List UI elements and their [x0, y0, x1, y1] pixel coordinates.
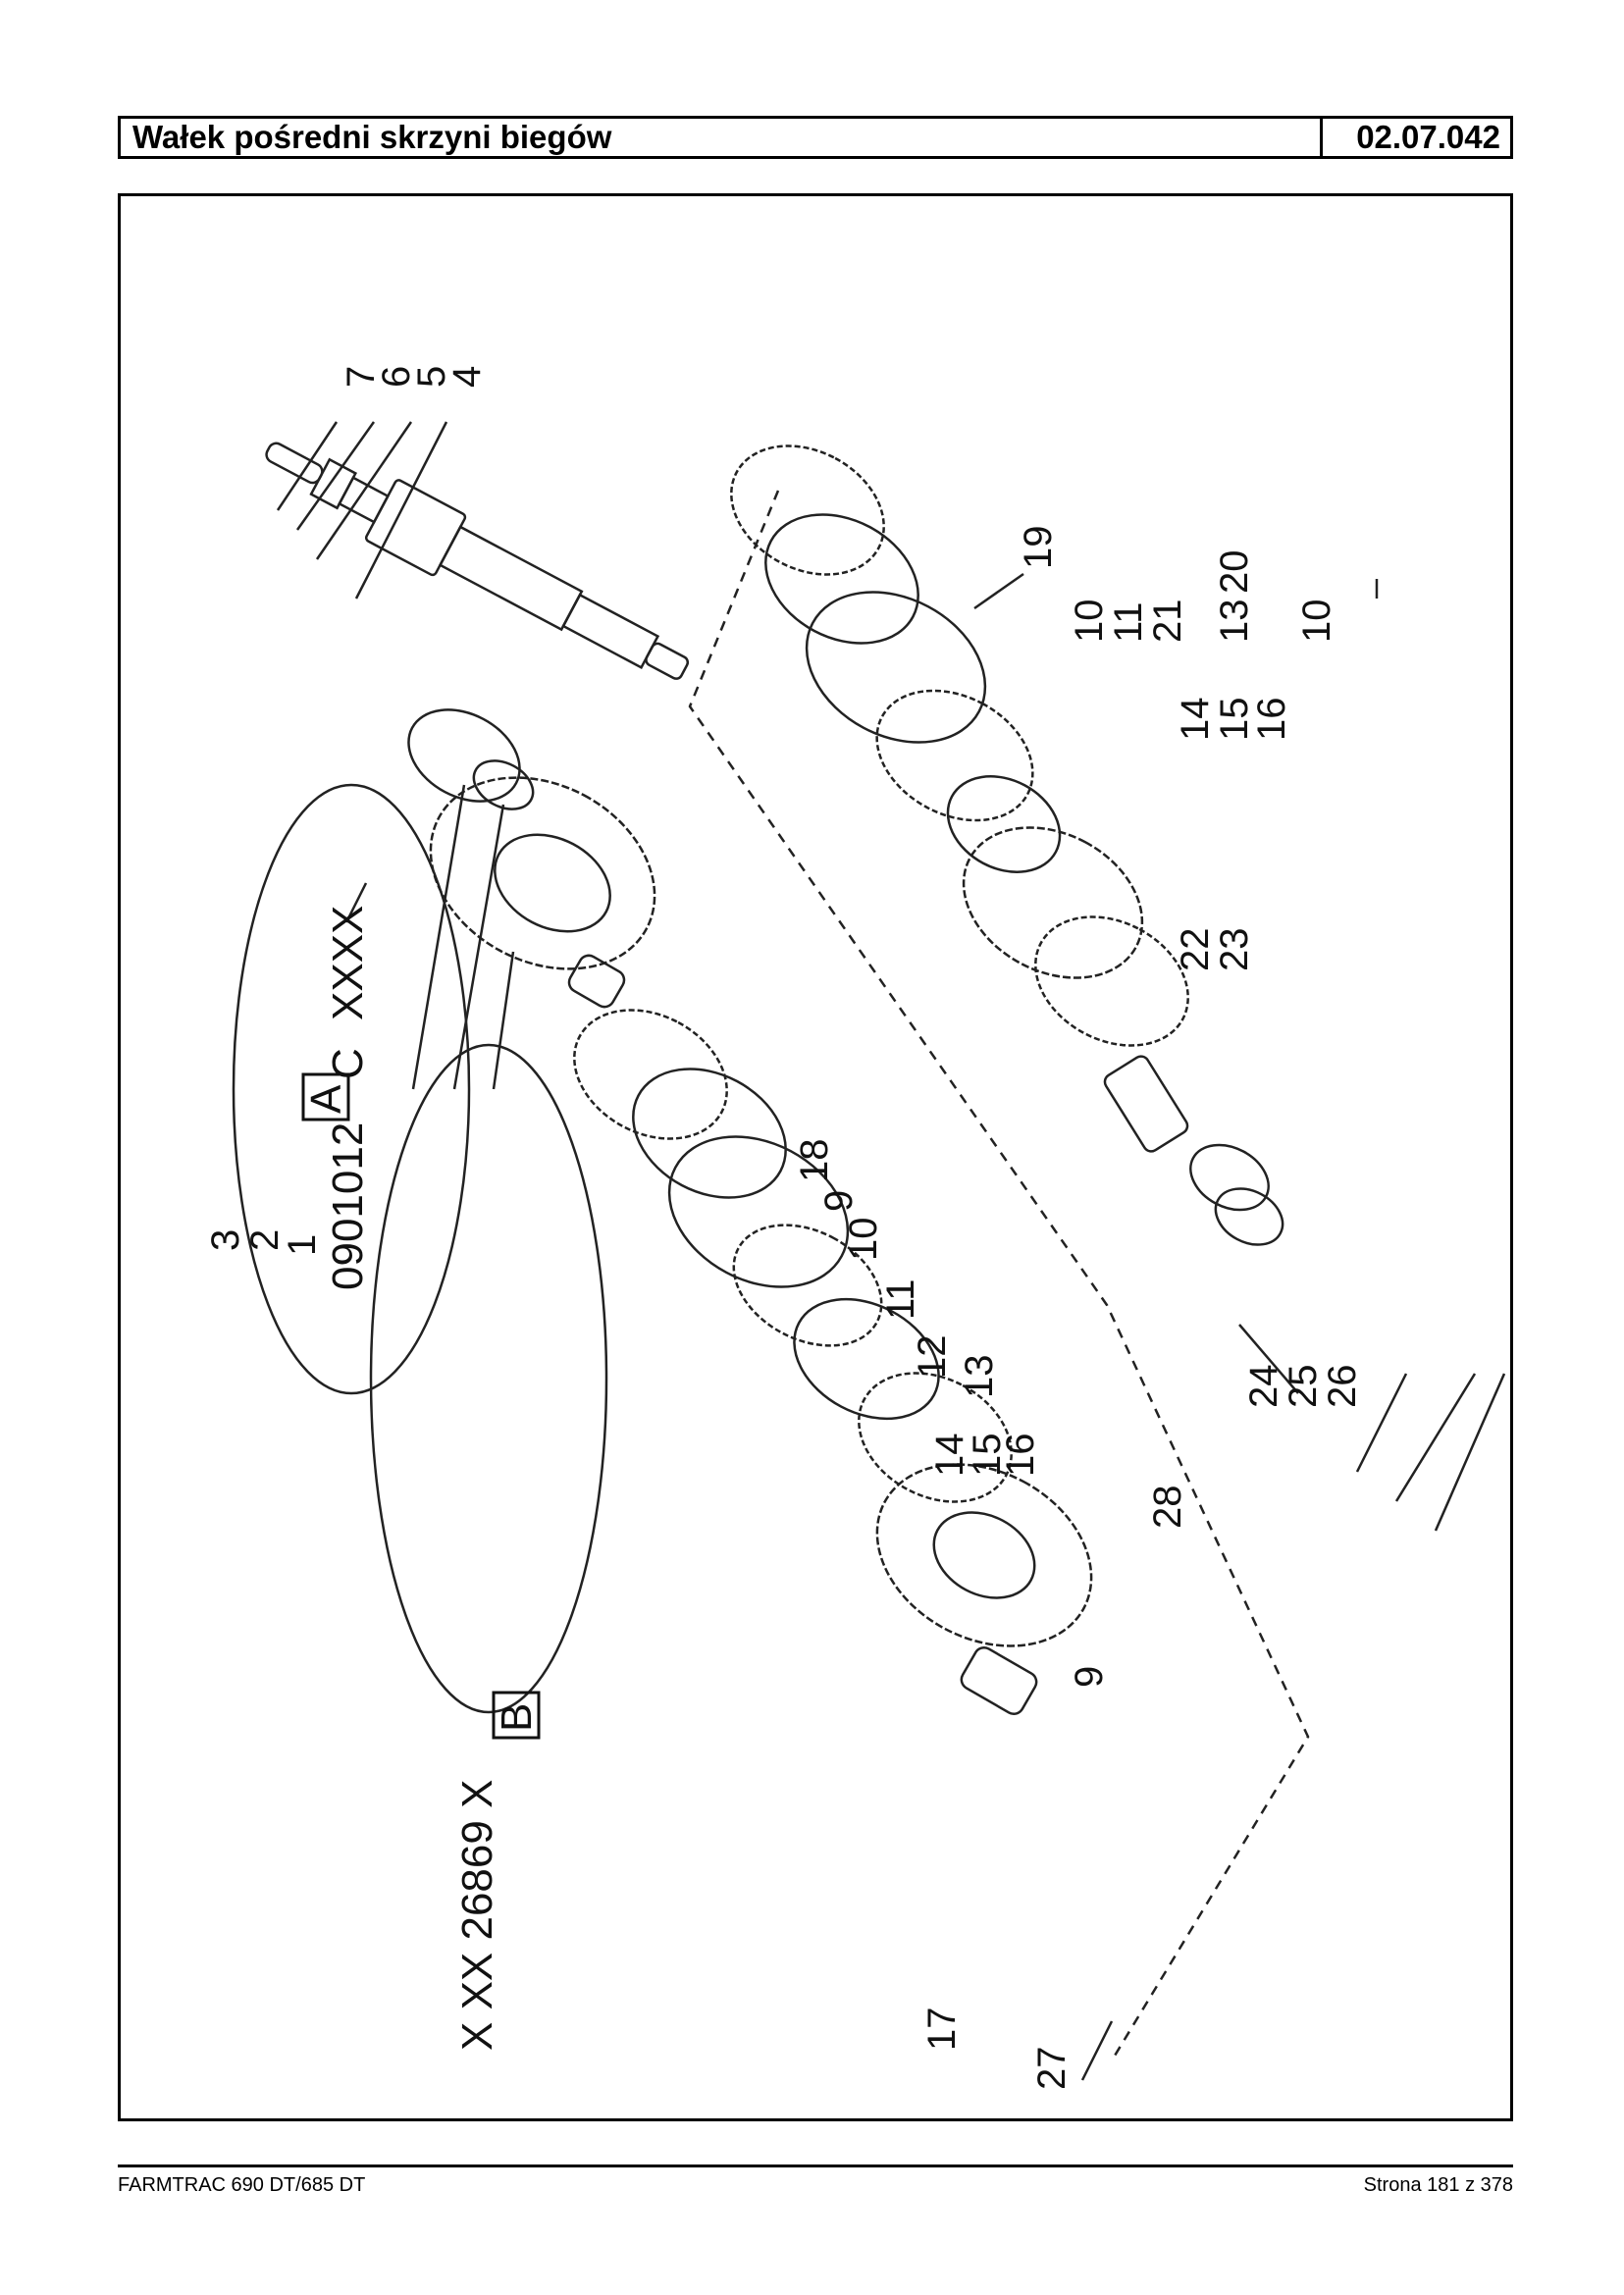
callout-27: 27 — [1030, 2047, 1074, 2091]
detail-a: 0901012 C XXXX A — [301, 906, 372, 1290]
callout-5: 5 — [410, 366, 453, 388]
main-shaft — [265, 442, 690, 680]
footer-divider — [118, 2165, 1513, 2167]
callout-20: 20 — [1213, 550, 1256, 595]
footer-model: FARMTRAC 690 DT/685 DT — [118, 2174, 366, 2196]
callout-14a: 14 — [928, 1434, 971, 1478]
callout-9b: 9 — [1068, 1666, 1111, 1688]
header-bar: Wałek pośredni skrzyni biegów 02.07.042 — [118, 116, 1513, 159]
callout-10a: 10 — [842, 1218, 885, 1262]
callout-25: 25 — [1282, 1365, 1325, 1409]
callout-3: 3 — [204, 1229, 247, 1251]
detail-b-label: B — [493, 1703, 541, 1732]
callout-9a: 9 — [817, 1190, 861, 1212]
callout-16b: 16 — [1250, 698, 1293, 742]
figure-frame: 1 2 3 4 5 6 7 18 9 10 11 12 13 14 15 16 … — [118, 193, 1513, 2121]
callout-1: 1 — [281, 1234, 324, 1256]
exploded-diagram: 1 2 3 4 5 6 7 18 9 10 11 12 13 14 15 16 … — [204, 366, 1506, 2090]
gear-part — [429, 776, 656, 970]
detail-a-suffix: XXXX — [324, 906, 372, 1020]
bearing-part — [407, 708, 521, 803]
callout-18: 18 — [793, 1139, 836, 1183]
callout-6: 6 — [375, 366, 418, 388]
callout-24: 24 — [1242, 1365, 1285, 1409]
callout-10c: 10 — [1295, 600, 1338, 644]
callout-14b: 14 — [1174, 698, 1217, 742]
callout-10b: 10 — [1068, 600, 1111, 644]
section-code: 02.07.042 — [1320, 119, 1510, 156]
callout-11b: 11 — [1107, 601, 1150, 643]
callout-16a: 16 — [999, 1434, 1042, 1478]
callout-23: 23 — [1213, 928, 1256, 972]
callout-21: 21 — [1146, 600, 1189, 644]
callout-13b: 13 — [1213, 600, 1256, 644]
callout-11a: 11 — [879, 1278, 922, 1320]
callout-22: 22 — [1174, 928, 1217, 972]
callout-19: 19 — [1017, 526, 1060, 570]
callout-12: 12 — [911, 1335, 954, 1380]
callout-15a: 15 — [966, 1434, 1009, 1478]
callout-4: 4 — [445, 366, 489, 388]
detail-b-oval — [369, 1043, 608, 1714]
callout-28: 28 — [1146, 1486, 1189, 1530]
detail-b: X XX 26869 X B — [453, 1691, 541, 2051]
gear-part — [875, 1463, 1093, 1647]
callout-26: 26 — [1321, 1365, 1364, 1409]
detail-a-oval — [232, 783, 471, 1395]
callout-2: 2 — [243, 1229, 287, 1251]
page-title: Wałek pośredni skrzyni biegów — [132, 119, 612, 155]
footer-page: Strona 181 z 378 — [1363, 2174, 1513, 2196]
callout-17: 17 — [920, 2008, 964, 2052]
callout-15b: 15 — [1213, 698, 1256, 742]
callout-7: 7 — [340, 366, 383, 388]
callout-13a: 13 — [958, 1355, 1001, 1399]
callout-labels: 1 2 3 4 5 6 7 18 9 10 11 12 13 14 15 16 … — [204, 366, 1364, 2090]
detail-a-label: A — [302, 1084, 350, 1114]
detail-b-code: X XX 26869 X — [453, 1780, 501, 2051]
detail-a-part-number: 0901012 — [324, 1122, 372, 1290]
